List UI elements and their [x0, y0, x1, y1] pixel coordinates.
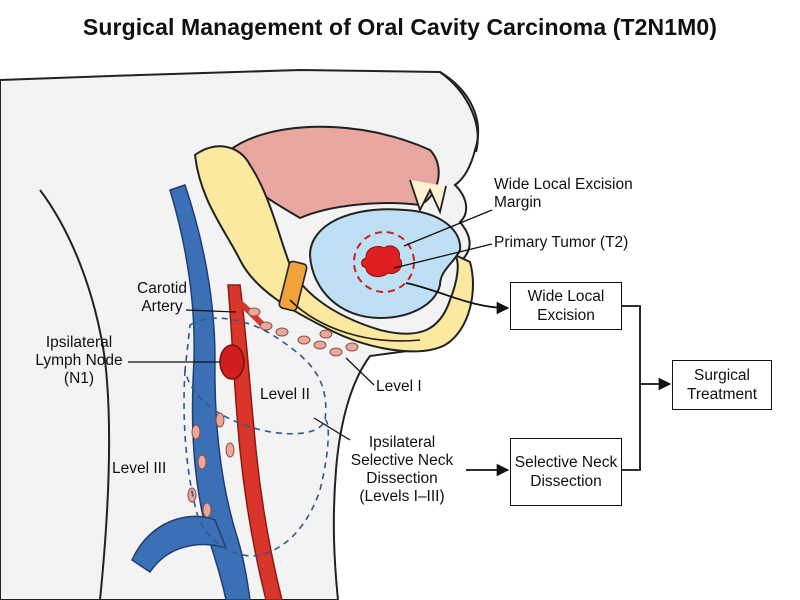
diagram-title: Surgical Management of Oral Cavity Carci…	[82, 14, 718, 40]
box-surgical-treatment: Surgical Treatment	[672, 360, 772, 410]
jaw-muscle	[278, 260, 308, 312]
lymph-nodes-level-iii	[187, 412, 235, 518]
leader-margin	[403, 209, 493, 247]
label-carotid-artery: Carotid Artery	[137, 280, 187, 315]
label-level-iii: Level III	[112, 460, 167, 477]
nose-contour	[439, 71, 479, 153]
mandible	[193, 145, 474, 353]
bracket-excision	[622, 305, 641, 384]
leader-neck-dissection	[313, 417, 351, 441]
label-excision-margin: Wide Local Excision Margin	[494, 176, 633, 211]
leader-level-i	[345, 357, 375, 386]
positive-lymph-node	[219, 344, 245, 380]
label-level-i: Level I	[376, 378, 422, 395]
arrow-tumor-to-excision	[405, 282, 510, 315]
lymph-nodes-level-i	[247, 307, 359, 357]
excision-margin	[353, 231, 415, 293]
floor-of-mouth	[289, 299, 421, 342]
box-wide-local-excision: Wide Local Excision	[510, 282, 622, 330]
primary-tumor	[361, 245, 403, 278]
level-iii-zone	[183, 369, 330, 557]
label-primary-tumor: Primary Tumor (T2)	[494, 234, 629, 251]
leader-carotid	[185, 309, 237, 313]
box-selective-neck-dissection: Selective Neck Dissection	[510, 438, 622, 506]
upper-teeth	[409, 179, 447, 215]
label-ipsilateral-lymph-node: Ipsilateral Lymph Node (N1)	[35, 334, 123, 387]
neck-back-line	[39, 189, 111, 600]
level-ii-zone	[184, 317, 327, 435]
leader-tumor	[393, 243, 493, 269]
label-neck-dissection: Ipsilateral Selective Neck Dissection (L…	[350, 434, 454, 505]
subclavian-vein	[131, 515, 228, 574]
label-level-ii: Level II	[260, 386, 310, 403]
bracket-dissection	[622, 384, 641, 471]
